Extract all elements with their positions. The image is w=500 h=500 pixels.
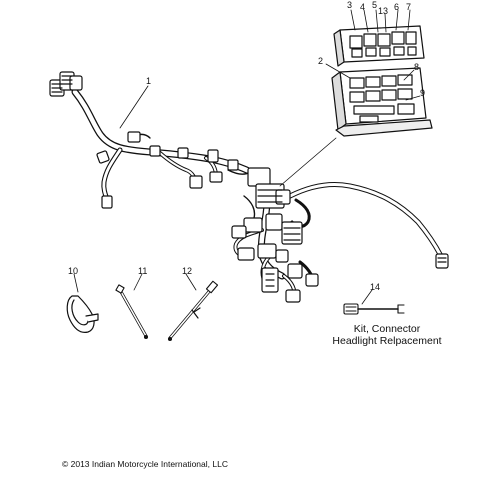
fuse-box-lid	[333, 25, 425, 67]
callout-3: 3	[347, 0, 353, 10]
callout-12: 12	[182, 266, 193, 276]
callout-6: 6	[394, 2, 400, 12]
part-11-cable-tie	[115, 284, 149, 340]
callout-2: 2	[318, 56, 324, 66]
callout-1: 1	[146, 76, 152, 86]
callout-11: 11	[138, 266, 148, 276]
kit-caption-line2: Headlight Relpacement	[332, 335, 442, 347]
part-14-connector-kit	[343, 303, 405, 315]
leader-lines	[73, 9, 421, 305]
callout-5: 5	[372, 0, 378, 10]
part-12-push-mount-tie	[167, 280, 219, 342]
kit-caption: Kit, Connector Headlight Relpacement	[318, 323, 456, 347]
callout-14: 14	[370, 282, 381, 292]
callout-9: 9	[420, 88, 426, 98]
harness-connectors	[49, 71, 449, 303]
fuse-box-main	[331, 67, 433, 137]
kit-caption-line1: Kit, Connector	[353, 323, 421, 335]
callout-13: 13	[378, 6, 389, 16]
callout-4: 4	[360, 2, 366, 12]
callout-8: 8	[414, 62, 420, 72]
copyright-footer: © 2013 Indian Motorcycle International, …	[62, 459, 228, 469]
part-10-clip	[66, 295, 99, 333]
callout-10: 10	[68, 266, 79, 276]
callout-7: 7	[406, 2, 412, 12]
